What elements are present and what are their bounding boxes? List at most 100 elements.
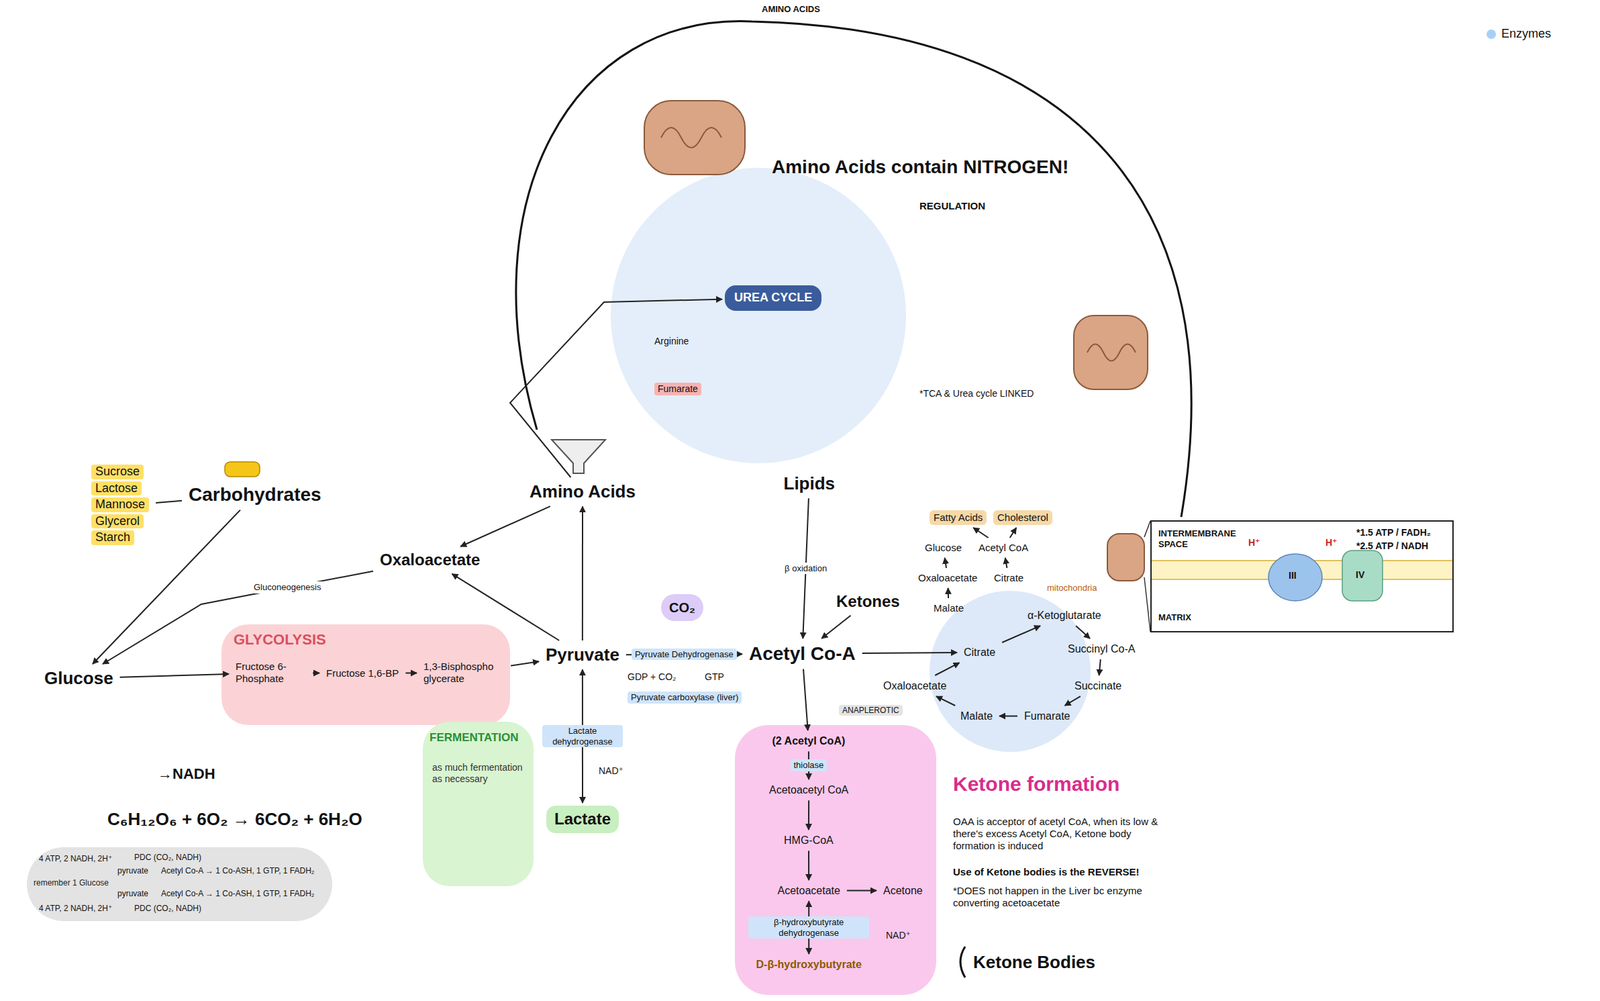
metabolite-node: Glucose: [40, 666, 118, 690]
note-label: REGULATION: [919, 200, 986, 213]
node-text: PDC (CO₂, NADH): [134, 852, 202, 862]
flow-arrow: [1005, 557, 1008, 568]
node-label: Acetyl Co-A: [748, 642, 856, 666]
node-label: Fructose 6-Phosphate: [235, 660, 307, 685]
flow-arrow: [936, 695, 956, 706]
flow-arrow: [460, 506, 551, 547]
pathway-band: FERMENTATIONas much fermentation as nece…: [422, 721, 534, 886]
node-label: Succinyl Co-A: [1067, 642, 1135, 656]
note-label: Pyruvate carboxylase (liver): [627, 691, 742, 704]
node-label: CO₂: [669, 599, 696, 616]
node-label: Oxaloacetate: [883, 679, 947, 692]
node-text: Lactose: [91, 481, 142, 496]
note-label: III: [1288, 569, 1297, 582]
funnel-icon: [551, 439, 606, 474]
node-label: Ketone formation: [953, 771, 1120, 796]
legend-swatch: [1486, 29, 1496, 39]
summary-blob: 4 ATP, 2 NADH, 2H⁺remember 1 Glucose4 AT…: [26, 846, 333, 921]
edge-label: Gluconeogenesis: [250, 581, 325, 594]
cycle-node: UREA CYCLE: [724, 285, 822, 311]
flow-arrow: [973, 527, 988, 538]
flow-arrow: [862, 652, 958, 654]
node-label: Carbohydrates: [188, 483, 322, 507]
node-text: *2.5 ATP / NADH: [1356, 540, 1429, 552]
metabolite-node: Oxaloacetate: [914, 570, 982, 586]
metabolite-node: Acetyl Co-A: [744, 640, 860, 667]
mitochondrion-icon: [1073, 315, 1148, 390]
node-label: α-Ketoglutarate: [1027, 608, 1102, 622]
note-label: H⁺: [1325, 536, 1338, 549]
note-label: NAD⁺: [598, 765, 624, 777]
sugar-list: SucroseLactoseMannoseGlycerolStarch: [87, 463, 154, 549]
metabolite-node: Acetoacetate: [773, 882, 845, 898]
metabolite-node: Citrate: [989, 570, 1028, 586]
tca-node: α-Ketoglutarate: [1023, 607, 1106, 623]
legend-text: Enzymes: [1501, 26, 1552, 42]
metabolite-node: D-β-hydroxybutyrate: [752, 956, 866, 972]
note-label: GDP + CO₂: [627, 671, 676, 683]
outline-curve: [516, 21, 1192, 517]
note-label: Use of Ketone bodies is the REVERSE!: [953, 865, 1140, 878]
flow-arrow: [510, 299, 723, 478]
note-label: ANAPLEROTIC: [838, 704, 903, 716]
category-node: Amino Acids: [525, 479, 640, 504]
edge-label: Lactate dehydrogenase: [542, 724, 623, 747]
node-label: Ketones: [836, 591, 900, 612]
flow-arrow: [581, 506, 584, 641]
note-label: Amino Acids contain NITROGEN!: [771, 155, 1069, 179]
node-label: Oxaloacetate: [918, 571, 978, 584]
note-label: Ketone Bodies: [973, 951, 1096, 973]
metabolite-node: Acetoacetyl CoA: [765, 781, 853, 798]
flow-arrow: [999, 715, 1018, 717]
flow-arrow: [821, 615, 851, 639]
flow-arrow: [944, 557, 947, 568]
node-label: Glucose: [44, 667, 114, 689]
metabolite-node: Cholesterol: [993, 510, 1053, 525]
node-label: Fatty Acids: [933, 511, 983, 524]
flow-arrow: [1065, 695, 1081, 706]
node-label: Glucose: [924, 541, 962, 554]
intermediate-node: 1,3-Bisphospho glycerate: [419, 659, 509, 686]
mitochondrion-icon: [644, 100, 745, 175]
node-text: as much fermentation as necessary: [432, 761, 523, 785]
bracket: [960, 946, 966, 978]
node-label: 1,3-Bisphospho glycerate: [423, 660, 505, 685]
node-label: INTERMEMBRANE SPACE: [1158, 528, 1233, 549]
note-label: NAD⁺: [885, 929, 911, 941]
note-label: OAA is acceptor of acetyl CoA, when its …: [953, 815, 1175, 852]
tca-node: Succinyl Co-A: [1063, 640, 1139, 657]
node-text: remember 1 Glucose: [33, 877, 109, 888]
note-label: GTP: [704, 671, 725, 683]
pathway-band: Ketone formation(2 Acetyl CoA)Acetoacety…: [734, 724, 937, 995]
node-label: Cholesterol: [997, 511, 1049, 524]
node-text: Starch: [91, 530, 135, 545]
node-text: pyruvate: [117, 888, 149, 898]
product-circle: CO₂: [661, 593, 704, 621]
tca-node: Citrate: [959, 644, 1000, 660]
node-text: MATRIX: [1158, 612, 1192, 623]
tca-node: Oxaloacetate: [879, 677, 951, 694]
node-label: Fumarate: [1024, 709, 1070, 723]
flow-arrow: [1010, 527, 1017, 538]
intermediate-node: Fructose 1,6-BP: [322, 665, 403, 681]
note-label: IV: [1355, 569, 1365, 581]
edge-label: β oxidation: [781, 562, 831, 575]
note-label: AMINO ACIDS: [761, 4, 821, 15]
note-label: *DOES not happen in the Liver bc enzyme …: [953, 884, 1175, 909]
node-label: Lactate: [554, 809, 611, 829]
node-label: Acetoacetate: [777, 883, 841, 897]
complex-iv: [1342, 550, 1383, 601]
node-label: Amino Acids: [529, 481, 636, 503]
metabolite-node: (2 Acetyl CoA): [768, 732, 850, 749]
note-label: mitochondria: [1046, 582, 1097, 594]
node-label: 4 ATP, 2 NADH, 2H⁺: [38, 853, 113, 864]
mitochondrion-icon: [1107, 533, 1145, 581]
node-label: Oxaloacetate: [379, 550, 480, 570]
legend-entry: Enzymes: [1486, 26, 1552, 42]
metabolite-node: Glucose: [920, 540, 966, 556]
node-label: HMG-CoA: [783, 833, 834, 847]
metabolite-node: HMG-CoA: [779, 832, 838, 848]
tca-node: Succinate: [1070, 677, 1126, 694]
bread-icon: [224, 461, 260, 477]
node-label: D-β-hydroxybutyrate: [756, 957, 862, 971]
